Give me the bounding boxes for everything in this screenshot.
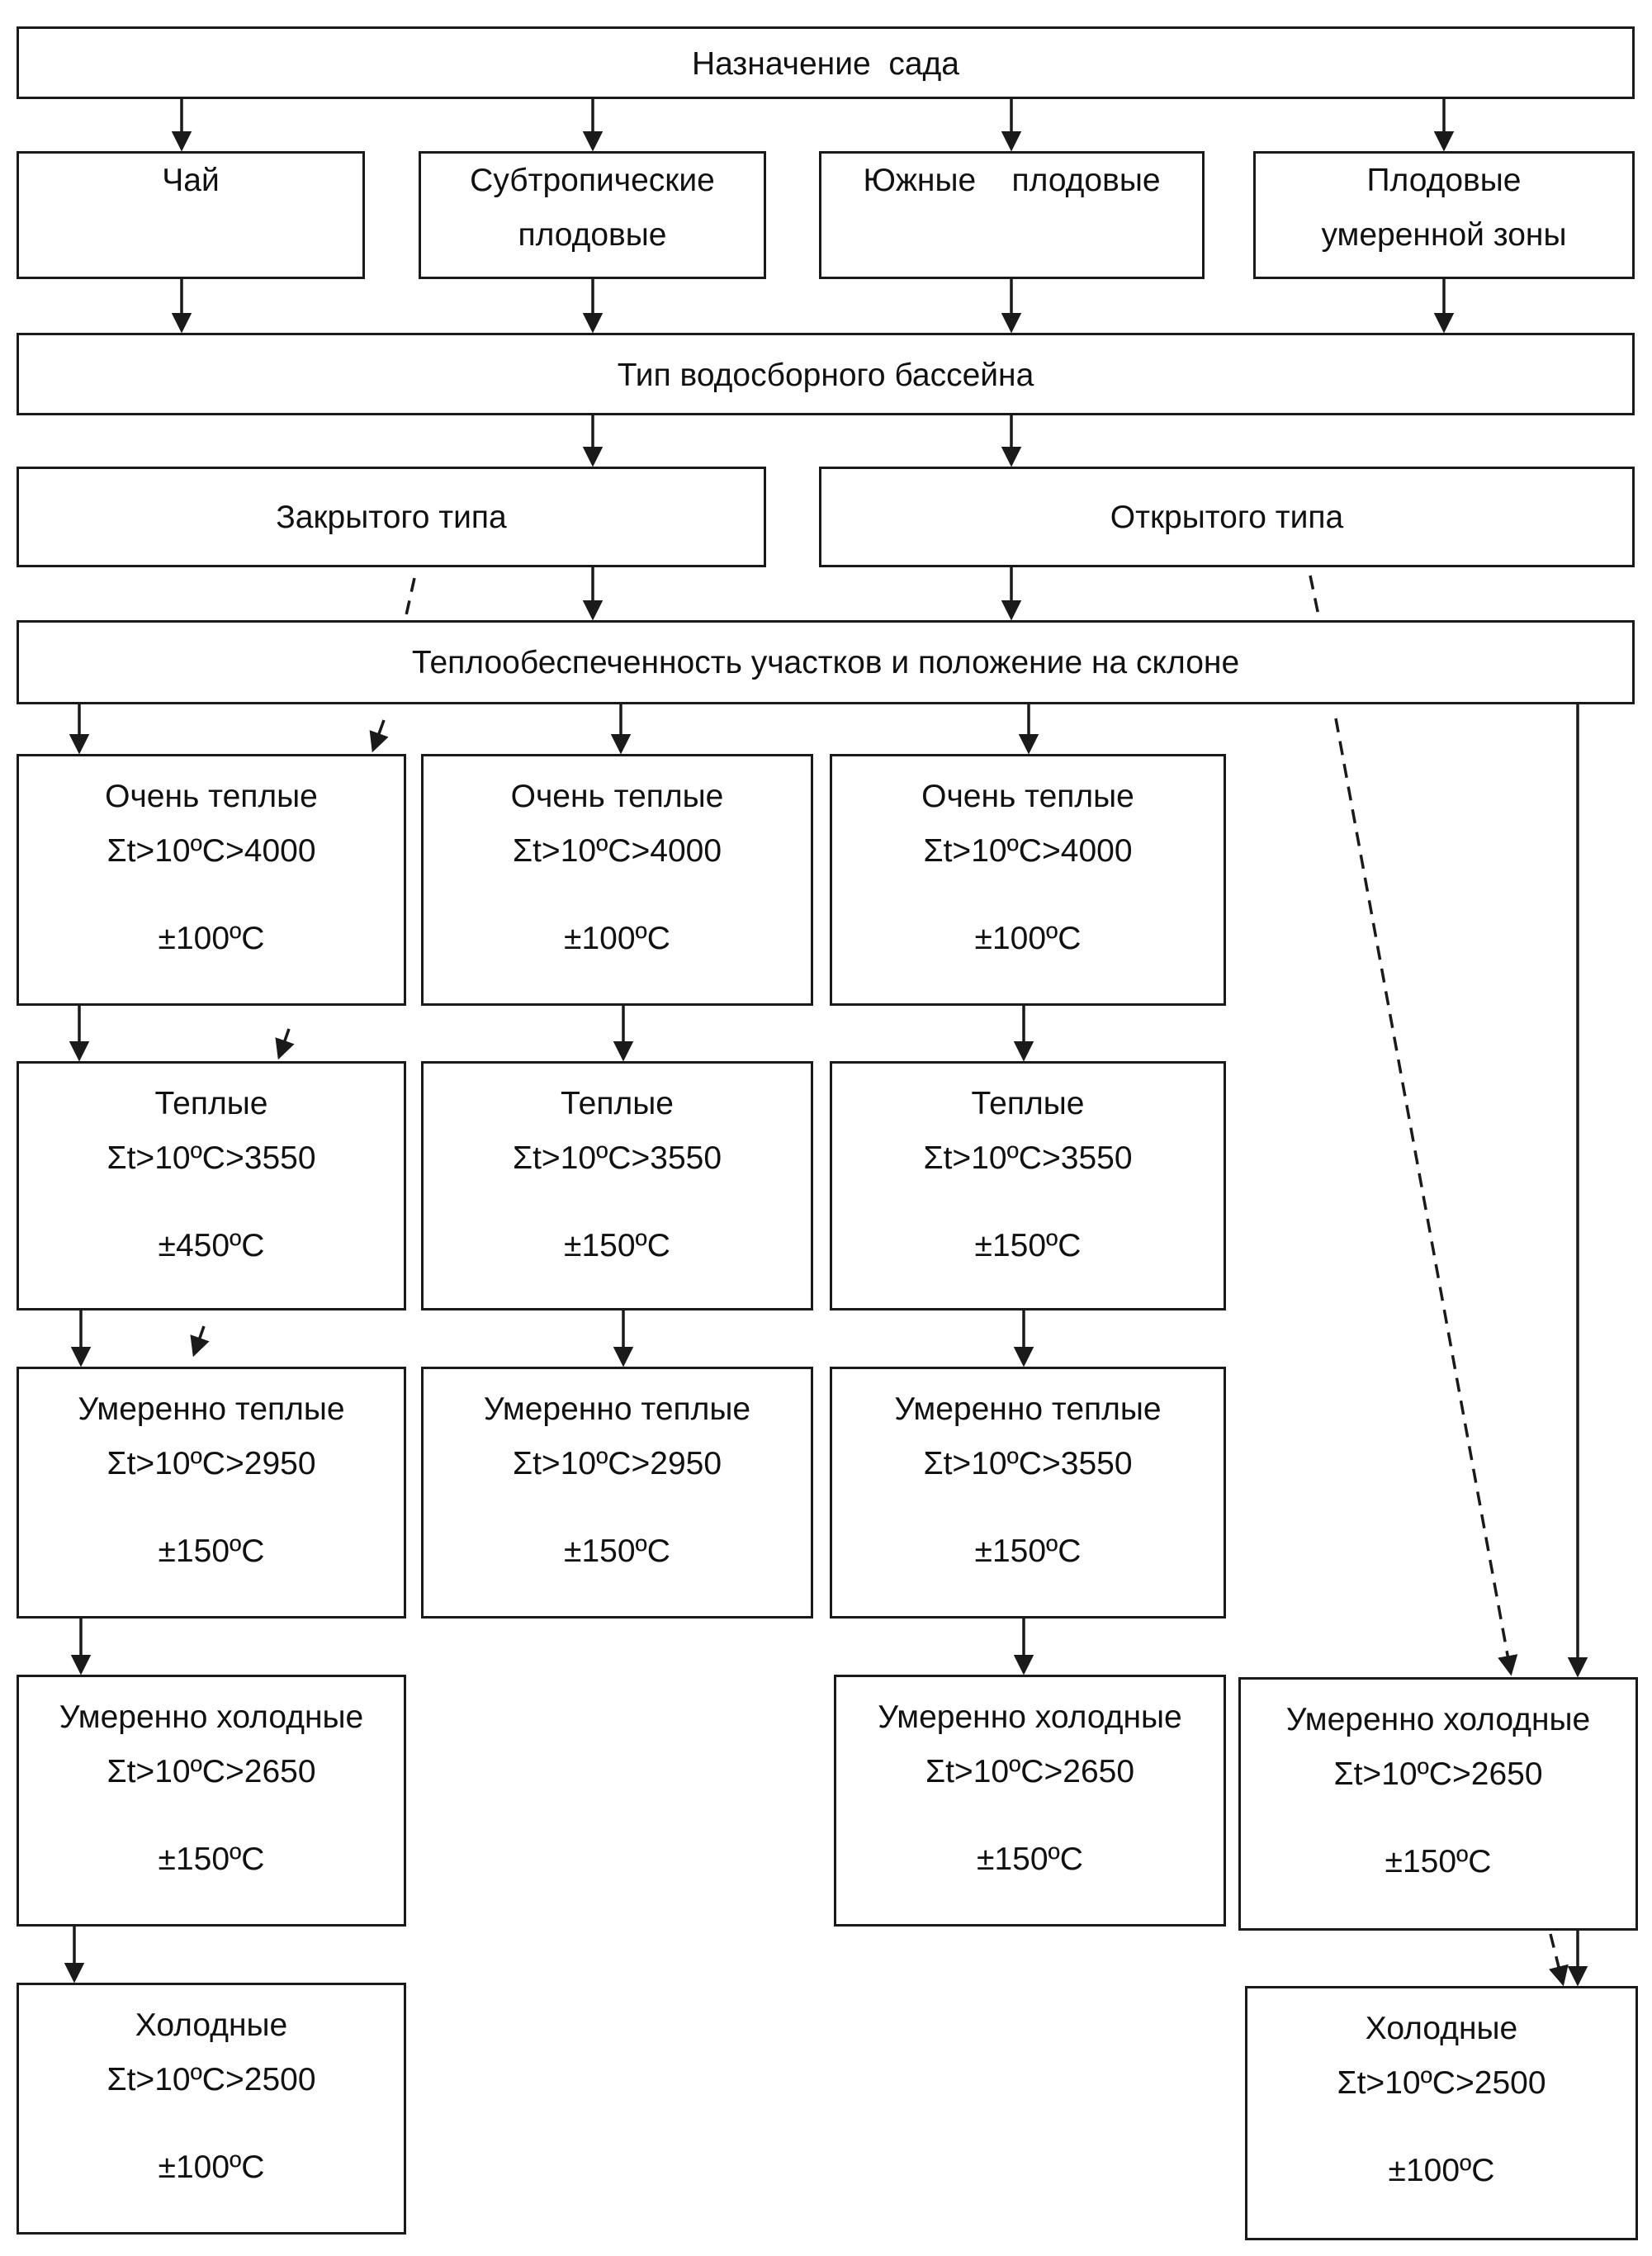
zone-heat-sum: Σt>10ºC>3550 [107, 1140, 316, 1176]
zone-box: Очень теплые Σt>10ºC>4000 ±100ºC [830, 754, 1226, 1006]
zone-name: Умеренно холодные [59, 1699, 364, 1735]
zone-box: Очень теплые Σt>10ºC>4000 ±100ºC [421, 754, 813, 1006]
zone-tolerance: ±150ºC [977, 1841, 1083, 1877]
zone-tolerance: ±150ºC [1385, 1844, 1492, 1879]
dashed-line [405, 577, 416, 616]
zone-tolerance: ±150ºC [974, 1228, 1082, 1263]
zone-name: Очень теплые [510, 779, 724, 814]
purpose-subtropical-box: Субтропические плодовые [419, 151, 766, 279]
purpose-label: плодовые [518, 217, 667, 253]
zone-name: Теплые [154, 1086, 268, 1121]
zone-box: Холодные Σt>10ºC>2500 ±100ºC [17, 1983, 406, 2235]
arrow [190, 1325, 210, 1358]
dashed-arrow [1334, 718, 1518, 1676]
zone-heat-sum: Σt>10ºC>2500 [1337, 2065, 1546, 2101]
zone-tolerance: ±100ºC [158, 921, 265, 956]
zone-tolerance: ±450ºC [158, 1228, 265, 1263]
zone-name: Умеренно холодные [1285, 1702, 1591, 1737]
zone-name: Умеренно холодные [878, 1699, 1182, 1735]
zone-box: Умеренно теплые Σt>10ºC>2950 ±150ºC [17, 1367, 406, 1619]
zone-heat-sum: Σt>10ºC>2950 [107, 1446, 316, 1481]
zone-name: Очень теплые [921, 779, 1134, 814]
arrow [369, 719, 389, 753]
purpose-southern-box: Южные плодовые [819, 151, 1205, 279]
purpose-tea-box: Чай [17, 151, 365, 279]
zone-box: Теплые Σt>10ºC>3550 ±450ºC [17, 1061, 406, 1310]
title-box: Назначение сада [17, 26, 1635, 99]
zone-tolerance: ±100ºC [1388, 2153, 1495, 2188]
basin-type-label: Открытого типа [1110, 500, 1344, 535]
zone-tolerance: ±100ºC [974, 921, 1082, 956]
zone-tolerance: ±150ºC [564, 1533, 670, 1569]
zone-tolerance: ±150ºC [974, 1533, 1082, 1569]
zone-box: Теплые Σt>10ºC>3550 ±150ºC [830, 1061, 1226, 1310]
basin-closed-box: Закрытого типа [17, 467, 766, 567]
zone-box: Умеренно теплые Σt>10ºC>2950 ±150ºC [421, 1367, 813, 1619]
zone-heat-sum: Σt>10ºC>4000 [923, 833, 1133, 869]
zone-box: Умеренно холодные Σt>10ºC>2650 ±150ºC [17, 1675, 406, 1927]
purpose-label: Южные плодовые [863, 163, 1161, 198]
zone-heat-sum: Σt>10ºC>2650 [107, 1754, 316, 1789]
zone-heat-sum: Σt>10ºC>3550 [923, 1140, 1133, 1176]
zone-tolerance: ±150ºC [158, 1841, 265, 1877]
basin-title: Тип водосборного бассейна [617, 358, 1034, 393]
heat-title-box: Теплообеспеченность участков и положение… [17, 620, 1635, 704]
dashed-arrow [1549, 1933, 1569, 1987]
zone-tolerance: ±150ºC [158, 1533, 265, 1569]
zone-box: Очень теплые Σt>10ºC>4000 ±100ºC [17, 754, 406, 1006]
zone-heat-sum: Σt>10ºC>2500 [107, 2062, 316, 2097]
zone-name: Теплые [971, 1086, 1085, 1121]
zone-box: Умеренно холодные Σt>10ºC>2650 ±150ºC [1238, 1677, 1638, 1931]
zone-box: Умеренно холодные Σt>10ºC>2650 ±150ºC [834, 1675, 1226, 1927]
zone-name: Очень теплые [105, 779, 318, 814]
basin-open-box: Открытого типа [819, 467, 1635, 567]
zone-heat-sum: Σt>10ºC>2950 [512, 1446, 722, 1481]
zone-name: Теплые [561, 1086, 674, 1121]
dashed-line [1309, 575, 1320, 616]
heat-title: Теплообеспеченность участков и положение… [411, 645, 1240, 680]
zone-heat-sum: Σt>10ºC>4000 [512, 833, 722, 869]
arrow [275, 1028, 295, 1060]
zone-tolerance: ±150ºC [564, 1228, 670, 1263]
zone-name: Умеренно теплые [894, 1391, 1162, 1427]
basin-type-label: Закрытого типа [276, 500, 507, 535]
zone-heat-sum: Σt>10ºC>2650 [925, 1754, 1135, 1789]
zone-name: Холодные [1365, 2011, 1518, 2046]
zone-heat-sum: Σt>10ºC>3550 [923, 1446, 1133, 1481]
zone-box: Холодные Σt>10ºC>2500 ±100ºC [1245, 1986, 1638, 2240]
zone-name: Умеренно теплые [483, 1391, 751, 1427]
zone-box: Теплые Σt>10ºC>3550 ±150ºC [421, 1061, 813, 1310]
purpose-label: умеренной зоны [1321, 217, 1567, 253]
zone-tolerance: ±100ºC [564, 921, 670, 956]
zone-heat-sum: Σt>10ºC>4000 [107, 833, 316, 869]
basin-title-box: Тип водосборного бассейна [17, 333, 1635, 415]
purpose-label: Плодовые [1366, 163, 1522, 198]
zone-name: Умеренно теплые [78, 1391, 345, 1427]
zone-name: Холодные [135, 2007, 288, 2043]
purpose-label: Чай [162, 163, 220, 198]
zone-heat-sum: Σt>10ºC>2650 [1333, 1756, 1543, 1792]
purpose-label: Субтропические [470, 163, 715, 198]
zone-heat-sum: Σt>10ºC>3550 [512, 1140, 722, 1176]
title-text: Назначение сада [692, 46, 959, 82]
zone-tolerance: ±100ºC [158, 2149, 265, 2185]
zone-box: Умеренно теплые Σt>10ºC>3550 ±150ºC [830, 1367, 1226, 1619]
purpose-temperate-box: Плодовые умеренной зоны [1253, 151, 1635, 279]
